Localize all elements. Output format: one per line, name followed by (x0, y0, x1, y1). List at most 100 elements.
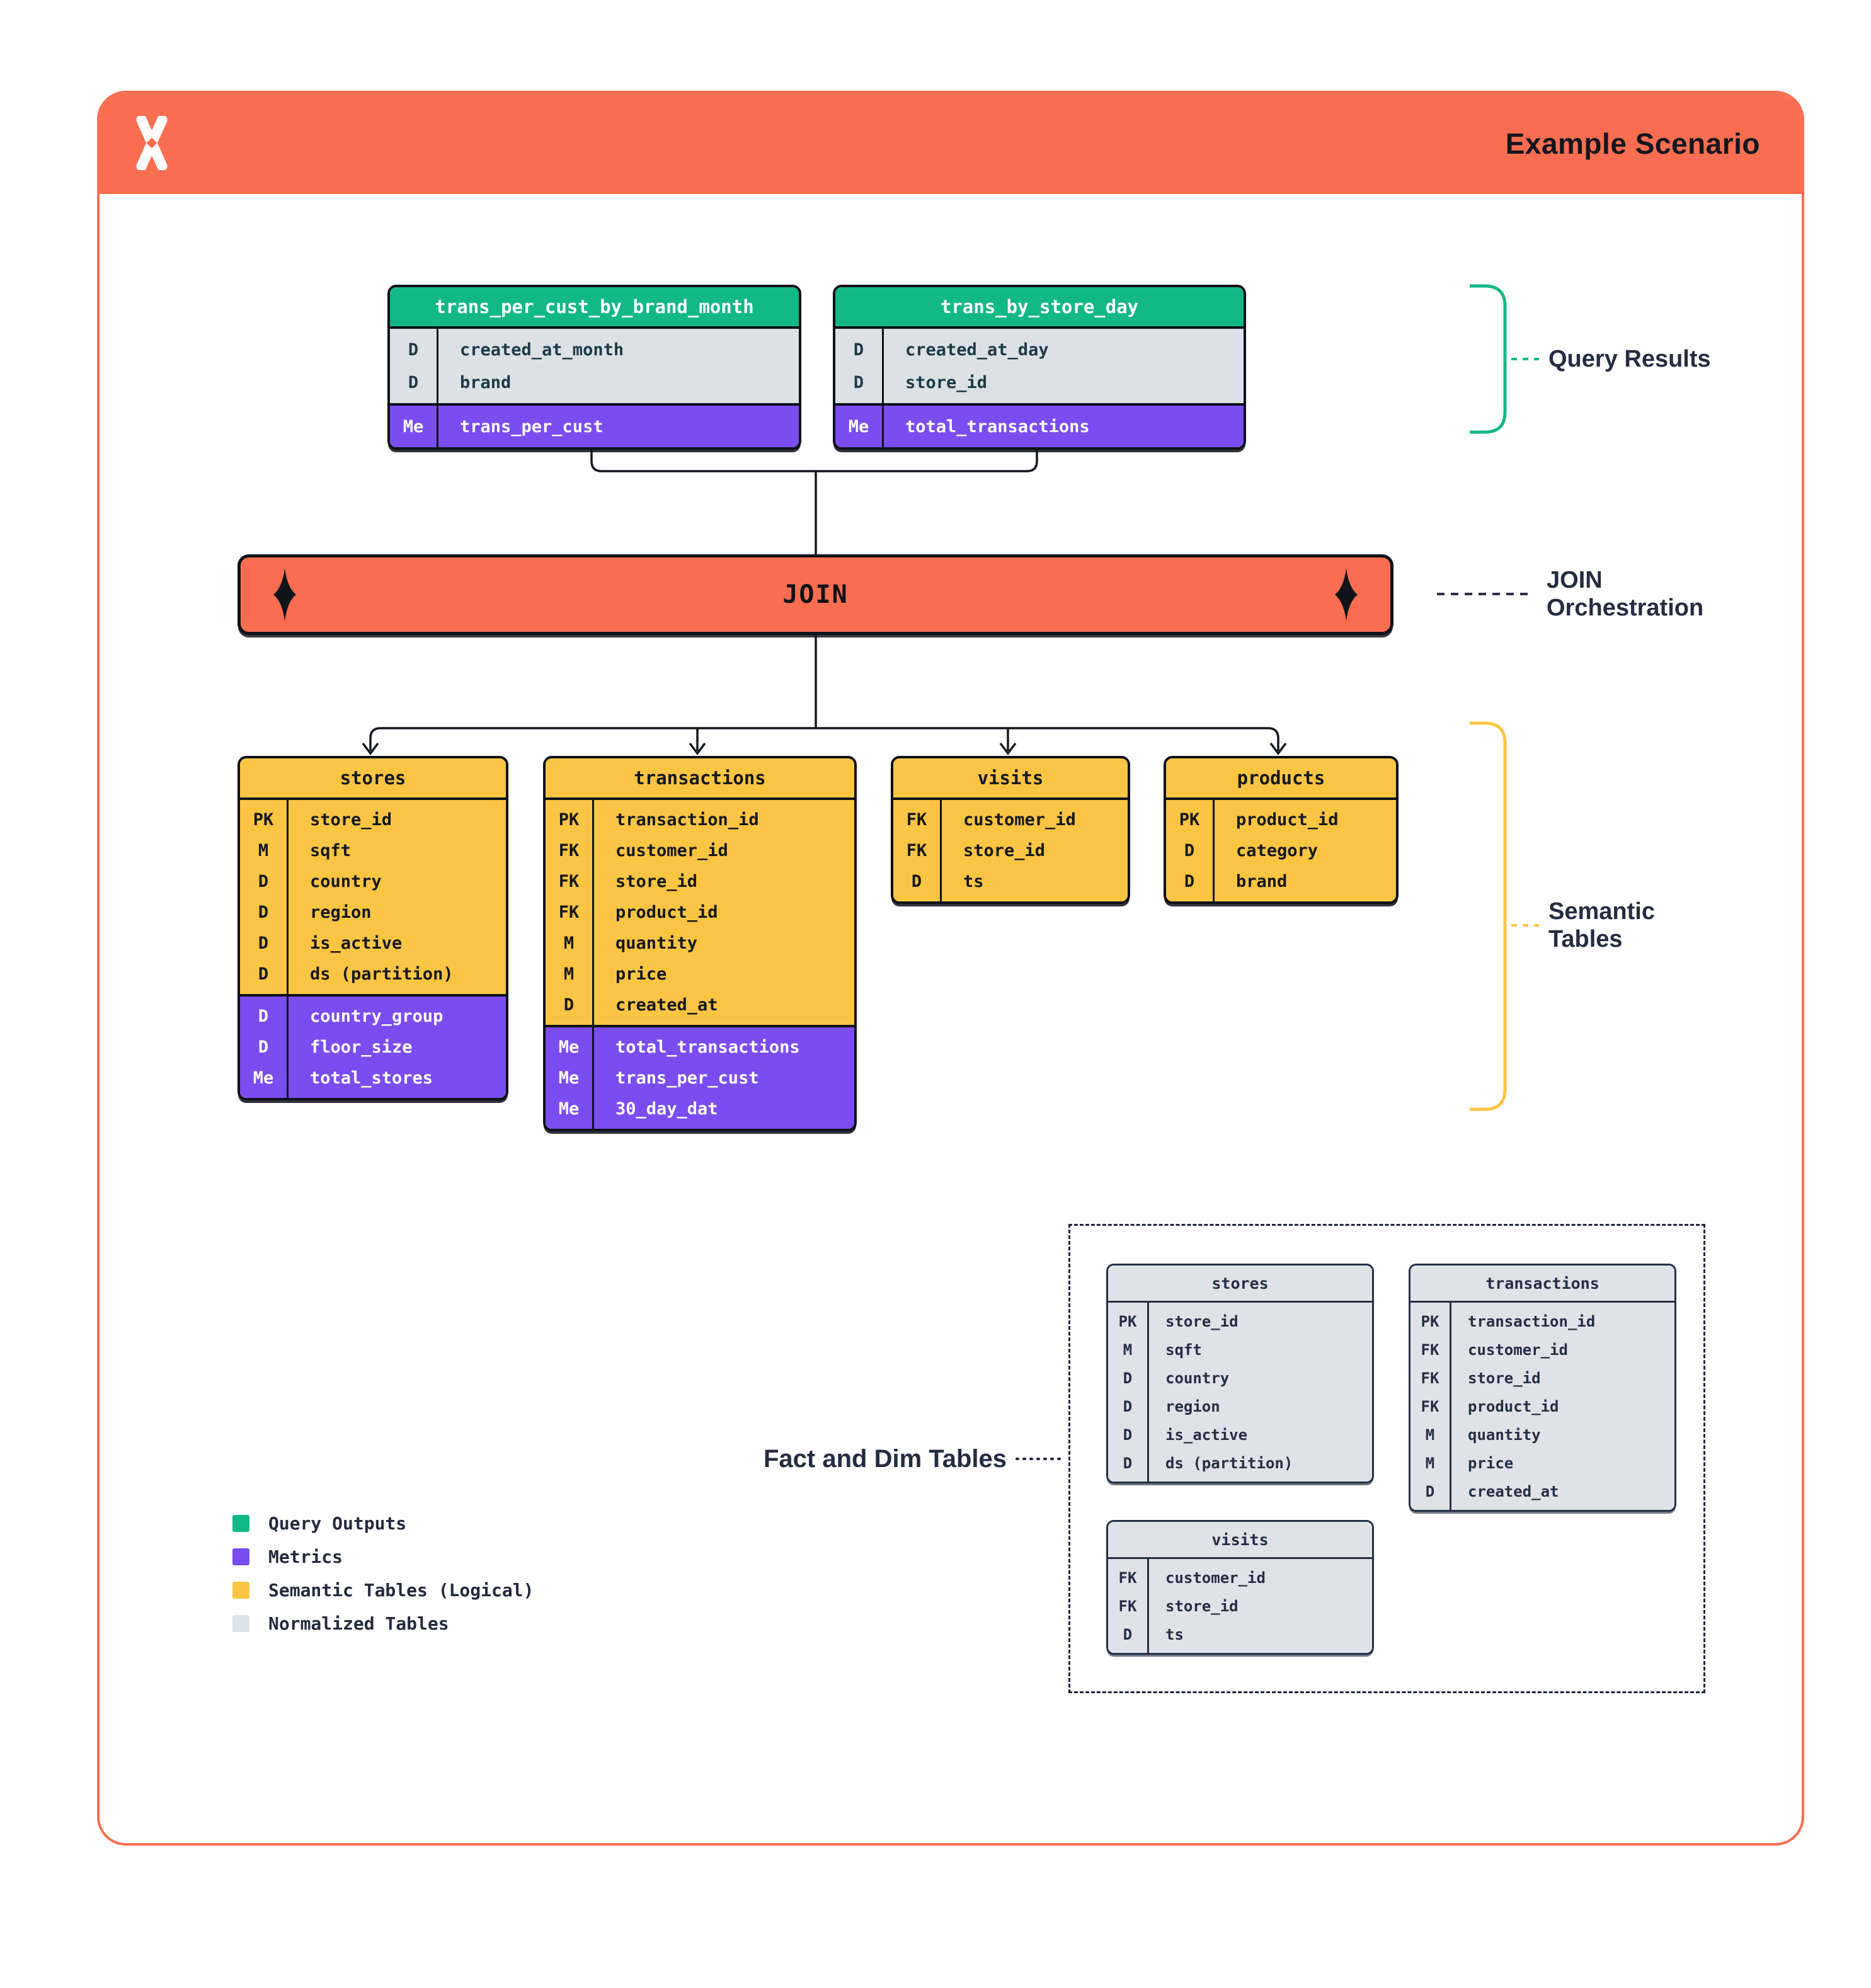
card-header: Example Scenario (100, 93, 1802, 194)
field-key: PK (1421, 1312, 1439, 1330)
field-name: created_at (615, 995, 718, 1015)
field-name: country (310, 872, 382, 891)
scenario-card: Example Scenario (97, 91, 1804, 1846)
field-key: FK (1118, 1568, 1137, 1587)
field-key: FK (558, 872, 580, 891)
field-key: D (853, 340, 864, 360)
field-key: M (563, 964, 575, 984)
field-key: D (911, 872, 922, 891)
fact-dim-tables-label: Fact and Dim Tables (763, 1445, 1007, 1473)
field-key: D (1123, 1397, 1133, 1415)
field-key: FK (1421, 1397, 1439, 1415)
query-results-bracket (1470, 284, 1539, 434)
legend: Query Outputs Metrics Semantic Tables (L… (232, 1513, 534, 1634)
legend-item: Normalized Tables (232, 1613, 534, 1634)
field-key: FK (1118, 1597, 1137, 1615)
field-name: region (1165, 1397, 1220, 1415)
field-key: M (1425, 1425, 1435, 1444)
field-name: customer_id (1468, 1340, 1568, 1359)
table-title: trans_by_store_day (835, 287, 1244, 329)
field-key: PK (253, 810, 274, 830)
field-key: D (408, 372, 419, 392)
join-orchestration-bar: JOIN (237, 554, 1393, 635)
field-key: D (1184, 872, 1195, 891)
field-key: Me (403, 416, 424, 437)
field-name: store_id (1165, 1597, 1239, 1615)
semantic-tables-label-line2: Tables (1548, 926, 1623, 952)
field-name: trans_per_cust (460, 416, 604, 437)
field-name: product_id (615, 903, 718, 922)
field-column: trans_per_cust (438, 406, 799, 447)
field-name: ts (963, 872, 984, 891)
field-key: Me (558, 1037, 580, 1057)
field-name: brand (460, 372, 512, 392)
table-title: trans_per_cust_by_brand_month (390, 287, 799, 329)
join-label: JOIN (782, 580, 849, 609)
field-name: customer_id (615, 841, 728, 860)
field-name: store_id (310, 810, 392, 830)
field-key: D (1184, 841, 1195, 860)
normalized-tables-swatch-icon (232, 1615, 249, 1632)
field-key: D (1425, 1482, 1435, 1500)
field-name: ts (1165, 1625, 1184, 1643)
field-key: Me (558, 1099, 580, 1119)
query-results-label: Query Results (1548, 346, 1711, 372)
field-key: Me (558, 1068, 580, 1088)
field-name: store_id (615, 872, 698, 891)
field-key: FK (906, 841, 927, 860)
key-column: FK FK D (893, 800, 942, 901)
query-outputs-swatch-icon (232, 1515, 249, 1532)
field-key: FK (558, 903, 580, 922)
field-key: M (563, 934, 575, 953)
field-key: FK (906, 810, 927, 830)
field-name: price (1468, 1454, 1514, 1472)
key-column: Me (390, 406, 438, 447)
legend-item: Query Outputs (232, 1513, 534, 1534)
field-key: FK (1421, 1369, 1439, 1387)
field-name: store_id (905, 372, 988, 392)
field-name: quantity (1468, 1425, 1541, 1444)
field-key: M (258, 841, 269, 860)
legend-label: Metrics (268, 1546, 343, 1567)
field-name: is_active (310, 934, 403, 953)
field-key: D (258, 1037, 269, 1057)
field-key: D (408, 340, 419, 360)
field-name: product_id (1468, 1397, 1559, 1415)
legend-item: Semantic Tables (Logical) (232, 1580, 534, 1601)
field-name: total_transactions (905, 416, 1090, 437)
table-title: stores (1108, 1265, 1372, 1303)
field-key: D (258, 964, 269, 984)
field-key: D (563, 995, 575, 1015)
field-name: customer_id (1165, 1568, 1266, 1587)
field-key: FK (558, 841, 580, 860)
field-name: price (615, 964, 667, 984)
semantic-tables-swatch-icon (232, 1582, 249, 1599)
field-name: country_group (310, 1007, 443, 1026)
